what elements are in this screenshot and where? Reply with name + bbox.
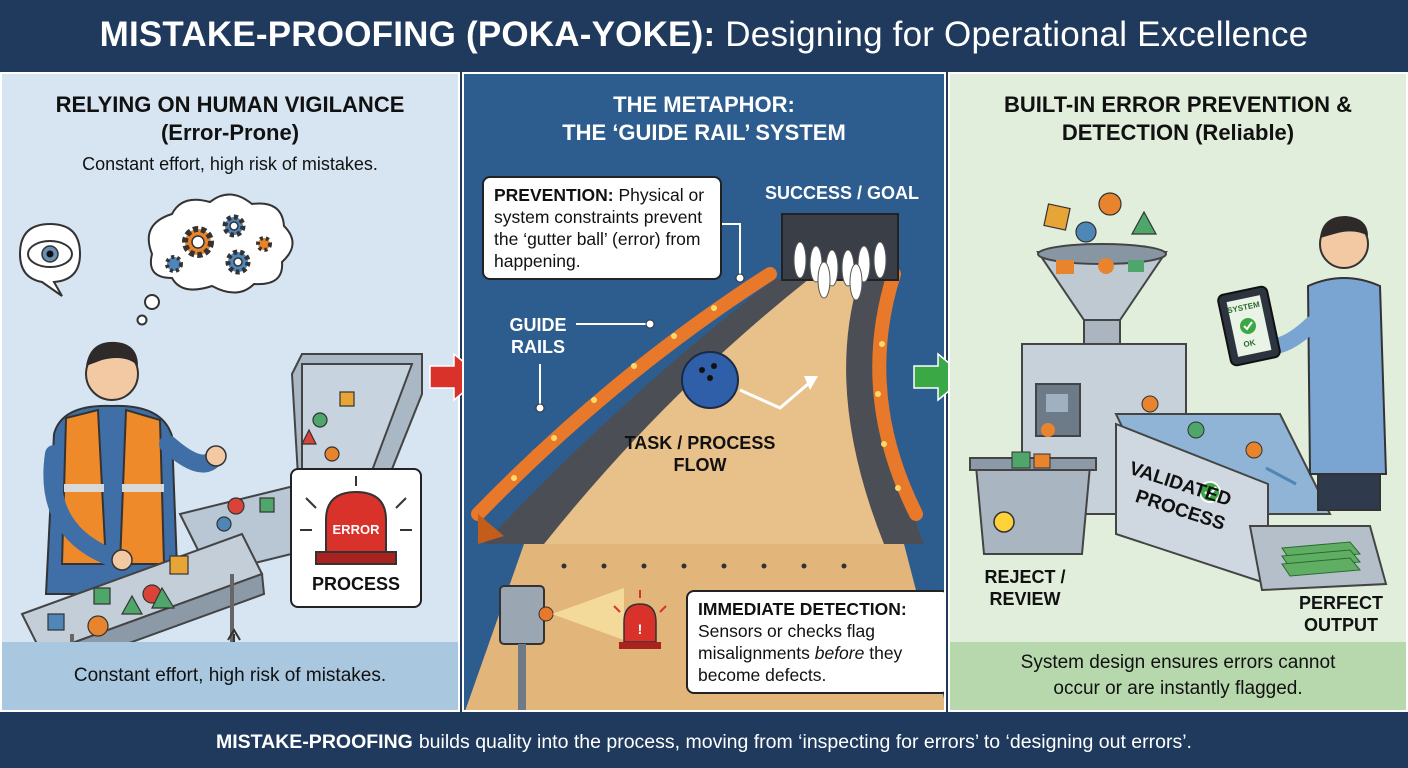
- right-panel-title-line1: BUILT-IN ERROR PREVENTION &: [1004, 92, 1352, 117]
- left-illustration: [18, 193, 423, 694]
- panel-guide-rail-metaphor: THE METAPHOR: THE ‘GUIDE RAIL’ SYSTEM: [462, 72, 946, 712]
- reject-review-label-line1: REJECT /: [984, 567, 1066, 587]
- prevention-text: Physical or system constraints prevent t…: [494, 185, 705, 271]
- page-header: MISTAKE-PROOFING (POKA-YOKE): Designing …: [0, 0, 1408, 70]
- reject-review-label-line2: REVIEW: [989, 589, 1061, 609]
- perfect-output-label-line1: PERFECT: [1298, 593, 1383, 613]
- left-panel-subtitle: Constant effort, high risk of mistakes.: [82, 154, 378, 174]
- left-panel-title-line2: (Error-Prone): [160, 120, 300, 145]
- header-title-rest: Designing for Operational Excellence: [725, 15, 1309, 54]
- bowling-ball-icon: [681, 351, 739, 409]
- thought-cloud: [136, 193, 294, 326]
- sensor-icon: [499, 585, 624, 710]
- detection-callout: IMMEDIATE DETECTION: Sensors or checks f…: [686, 590, 944, 694]
- alarm-siren-icon: ERROR: [300, 476, 412, 565]
- perfect-output-label-line2: OUTPUT: [1304, 615, 1378, 635]
- left-panel-footer: Constant effort, high risk of mistakes.: [2, 642, 458, 710]
- panel-human-vigilance: RELYING ON HUMAN VIGILANCE (Error-Prone)…: [0, 72, 460, 712]
- prevention-bold: PREVENTION:: [494, 185, 614, 205]
- task-flow-label-line1: TASK / PROCESS: [624, 433, 776, 453]
- bowling-pins-icon: [793, 241, 887, 301]
- detection-bold: IMMEDIATE DETECTION:: [698, 599, 907, 619]
- stressed-worker: [43, 341, 227, 595]
- svg-text:OK: OK: [1243, 338, 1257, 349]
- middle-panel-title-line2: THE ‘GUIDE RAIL’ SYSTEM: [562, 120, 846, 145]
- detection-text-b: they become defects.: [698, 643, 903, 685]
- warning-siren-icon: !: [613, 590, 667, 649]
- right-footer-line1: System design ensures errors cannot: [1020, 652, 1336, 673]
- gear-icon: [165, 214, 272, 275]
- middle-panel-title-line1: THE METAPHOR:: [613, 92, 795, 117]
- right-panel-title-line2: DETECTION (Reliable): [1061, 120, 1295, 145]
- detection-text-em: before: [814, 643, 865, 663]
- guide-rails-label-line1: GUIDE: [509, 315, 567, 335]
- right-illustration: SYSTEM OK: [969, 192, 1388, 592]
- page-footer: MISTAKE-PROOFING builds quality into the…: [0, 716, 1408, 768]
- header-title-bold: MISTAKE-PROOFING (POKA-YOKE):: [99, 15, 716, 54]
- success-goal-label: SUCCESS / GOAL: [764, 183, 920, 203]
- alarm-sign-text: ERROR: [333, 522, 381, 537]
- prevention-callout: PREVENTION: Physical or system constrain…: [482, 176, 722, 280]
- right-panel-footer: System design ensures errors cannot occu…: [950, 642, 1406, 710]
- process-label: PROCESS: [311, 574, 401, 594]
- right-footer-line2: occur or are instantly flagged.: [1053, 678, 1303, 699]
- panel-built-in-prevention: BUILT-IN ERROR PREVENTION & DETECTION (R…: [948, 72, 1408, 712]
- svg-text:!: !: [638, 621, 643, 637]
- task-flow-label-line2: FLOW: [673, 455, 727, 475]
- footer-bold: MISTAKE-PROOFING: [216, 730, 413, 753]
- funnel-icon: [1036, 243, 1168, 345]
- footer-rest: builds quality into the process, moving …: [418, 730, 1192, 753]
- operator: [1252, 216, 1388, 511]
- error-alarm-card: ERROR PROCESS: [290, 468, 422, 608]
- tablet-icon: SYSTEM OK: [1217, 285, 1281, 367]
- left-panel-title-line1: RELYING ON HUMAN VIGILANCE: [55, 92, 405, 117]
- eye-icon: [18, 222, 82, 297]
- bin-icon: [969, 451, 1097, 555]
- guide-rails-label-line2: RAILS: [511, 337, 565, 357]
- detection-text-a: Sensors or checks flag misalignments: [698, 621, 876, 663]
